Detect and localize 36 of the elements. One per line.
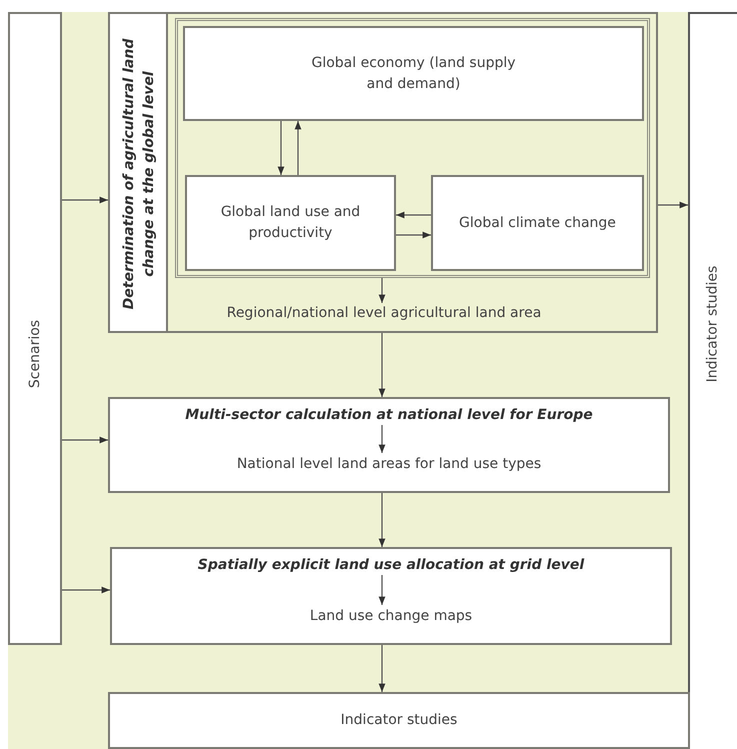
arrow: [62, 196, 108, 204]
heading-text: Spatially explicit land use allocation at grid level: [198, 555, 584, 575]
process-box: [108, 692, 690, 749]
process-box: [185, 175, 396, 271]
process-box: [688, 12, 737, 692]
box-label: Global economy (land supply and demand): [310, 54, 517, 94]
process-box: [110, 547, 672, 645]
arrow: [378, 333, 386, 397]
box-label: Global climate change: [459, 214, 616, 232]
arrow: [378, 645, 386, 692]
arrow: [62, 436, 108, 444]
inner-frame: [175, 18, 650, 278]
process-box: [108, 397, 670, 493]
vertical-label: Indicator studies: [704, 266, 720, 382]
output-text: Land use change maps: [310, 605, 472, 627]
arrow: [378, 278, 386, 303]
arrow: [396, 212, 431, 218]
process-box: [431, 175, 644, 271]
heading-text: Multi-sector calculation at national level for Europe: [185, 405, 593, 425]
process-box: [183, 26, 644, 121]
arrow: [658, 202, 688, 208]
process-box: [8, 12, 62, 645]
box-label: Global land use and productivity: [220, 203, 362, 243]
arrow: [294, 121, 302, 175]
arrow: [378, 425, 386, 453]
arrow: [278, 121, 284, 175]
heading-text: Determination of agricultural land change at the global level: [120, 38, 158, 312]
arrow: [378, 575, 386, 605]
box-label: Indicator studies: [340, 711, 458, 730]
output-text: National level land areas for land use types: [236, 453, 542, 475]
arrow: [378, 493, 386, 547]
group-box: [108, 12, 658, 333]
vertical-label: Scenarios: [27, 320, 44, 388]
arrow: [62, 586, 110, 594]
output-text: Regional/national level agricultural land area: [226, 303, 542, 323]
arrow: [396, 232, 431, 238]
